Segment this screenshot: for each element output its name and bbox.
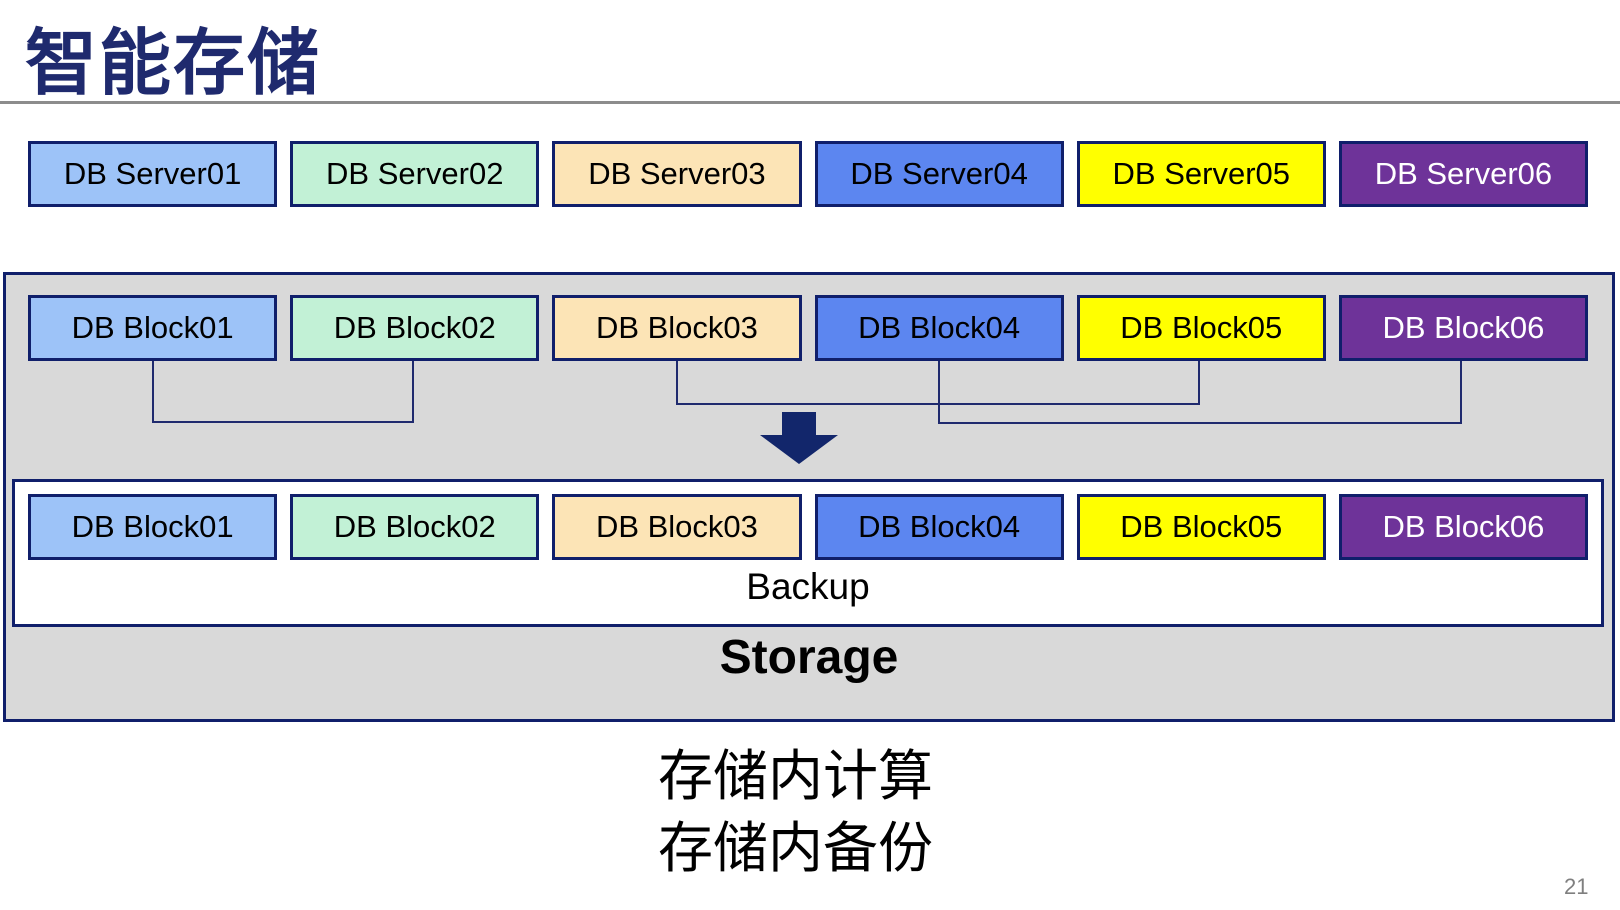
db-server-row: DB Server01 DB Server02 DB Server03 DB S… xyxy=(28,141,1589,207)
connector-block04-block06 xyxy=(938,361,1462,424)
db-server05-box: DB Server05 xyxy=(1076,141,1326,207)
backup-box xyxy=(12,479,1604,627)
down-arrow-shape xyxy=(760,412,838,464)
db-block03-top-box: DB Block03 xyxy=(552,295,802,361)
slide-title: 智能存储 xyxy=(25,24,322,104)
db-block-row-top: DB Block01 DB Block02 DB Block03 DB Bloc… xyxy=(28,295,1589,361)
connector-block01-block02 xyxy=(152,361,414,423)
db-server01-box: DB Server01 xyxy=(28,141,278,207)
db-block02-backup-box: DB Block02 xyxy=(290,494,540,560)
slide-notes: 存储内计算 存储内备份 xyxy=(658,740,933,884)
note-line-2: 存储内备份 xyxy=(658,817,934,879)
note-line-1: 存储内计算 xyxy=(658,745,934,807)
down-arrow-icon xyxy=(760,412,838,464)
db-block-row-backup: DB Block01 DB Block02 DB Block03 DB Bloc… xyxy=(28,494,1589,560)
db-server03-box: DB Server03 xyxy=(552,141,802,207)
page-number: 21 xyxy=(1564,874,1589,899)
db-block06-backup-box: DB Block06 xyxy=(1338,494,1589,560)
db-server04-box: DB Server04 xyxy=(814,141,1064,207)
storage-label: Storage xyxy=(719,631,899,684)
title-divider xyxy=(0,101,1620,104)
db-block05-top-box: DB Block05 xyxy=(1076,295,1326,361)
db-block06-top-box: DB Block06 xyxy=(1338,295,1589,361)
db-block04-backup-box: DB Block04 xyxy=(814,494,1064,560)
db-block01-top-box: DB Block01 xyxy=(28,295,278,361)
db-server02-box: DB Server02 xyxy=(290,141,540,207)
backup-label: Backup xyxy=(746,566,870,607)
db-block05-backup-box: DB Block05 xyxy=(1076,494,1326,560)
db-block01-backup-box: DB Block01 xyxy=(28,494,278,560)
db-block02-top-box: DB Block02 xyxy=(290,295,540,361)
db-server06-box: DB Server06 xyxy=(1338,141,1589,207)
db-block03-backup-box: DB Block03 xyxy=(552,494,802,560)
db-block04-top-box: DB Block04 xyxy=(814,295,1064,361)
